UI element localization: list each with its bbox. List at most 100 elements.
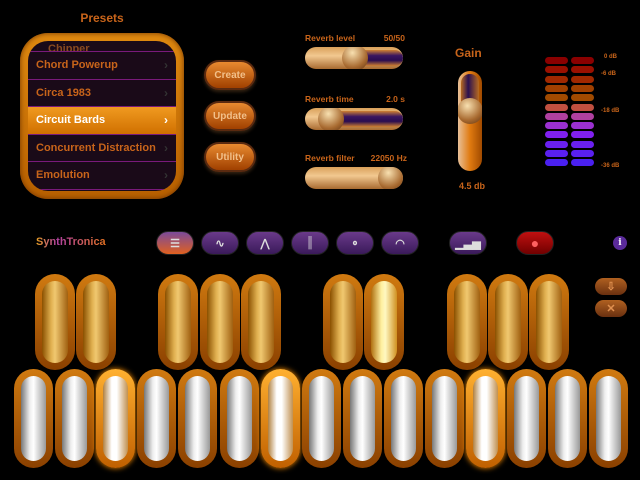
meter-led (545, 140, 568, 148)
white-key[interactable] (96, 369, 136, 468)
black-key[interactable] (241, 274, 281, 370)
preset-label: Circa 1983 (36, 86, 92, 99)
white-key[interactable] (14, 369, 53, 468)
create-button[interactable]: Create (204, 60, 256, 90)
meter-led (545, 84, 568, 92)
slider-knob[interactable] (378, 167, 403, 189)
info-button[interactable]: i (613, 236, 627, 250)
reverb-level-value: 50/50 (383, 33, 405, 43)
meter-led (545, 131, 568, 139)
effects-button[interactable]: ⚬ (336, 231, 374, 255)
octave-down-button[interactable]: ⇩ (595, 278, 627, 295)
meter-led (571, 159, 594, 167)
meter-led (571, 75, 594, 83)
record-icon: ● (530, 235, 540, 251)
utility-button[interactable]: Utility (204, 142, 256, 172)
chevron-right-icon: › (164, 113, 168, 128)
preset-item[interactable]: Emolution› (28, 162, 176, 190)
reverb-filter-slider[interactable] (305, 167, 403, 189)
preset-item[interactable]: Chord Powerup› (28, 52, 176, 80)
white-key[interactable] (548, 369, 588, 468)
white-key[interactable] (260, 369, 300, 468)
meter-led (571, 122, 594, 130)
reverb-time-label: Reverb time (305, 94, 354, 104)
reverb-level-slider[interactable] (305, 47, 403, 69)
preset-label-partial: Chipper (48, 43, 90, 52)
record-button[interactable]: ● (516, 231, 554, 255)
presets-panel: Chipper Chord Powerup›Circa 1983›Circuit… (20, 33, 184, 199)
app-logo: SynthTronica (36, 236, 106, 248)
envelope-button[interactable]: ⋀ (246, 231, 284, 255)
level-meter (545, 57, 597, 177)
meter-led (571, 140, 594, 148)
gain-slider[interactable] (458, 71, 482, 171)
meter-led (545, 159, 568, 167)
white-key[interactable] (178, 369, 218, 468)
waveform-button[interactable]: ∿ (201, 231, 239, 255)
keyboard-icon: ☰ (170, 237, 180, 250)
black-key[interactable] (200, 274, 240, 370)
black-key[interactable] (447, 274, 487, 370)
white-key[interactable] (589, 369, 629, 468)
presets-title: Presets (80, 11, 124, 25)
meter-led (571, 94, 594, 102)
meter-led (571, 131, 594, 139)
reverb-filter-value: 22050 Hz (370, 153, 407, 163)
spectrum-button[interactable]: ▁▃▅ (449, 231, 487, 255)
spectrum-icon: ▁▃▅ (455, 237, 481, 250)
close-button[interactable]: ✕ (595, 300, 627, 317)
meter-led (545, 94, 568, 102)
white-key[interactable] (383, 369, 423, 468)
envelope-icon: ⋀ (260, 237, 270, 250)
meter-led (571, 103, 594, 111)
preset-item[interactable]: Circuit Bards› (28, 107, 176, 135)
chevron-right-icon: › (164, 140, 168, 155)
black-key[interactable] (323, 274, 363, 370)
reverb-filter-label: Reverb filter (305, 153, 355, 163)
mixer-icon: ║ (306, 237, 314, 249)
slider-knob[interactable] (318, 108, 344, 130)
reverb-time-slider[interactable] (305, 108, 403, 130)
meter-led (545, 66, 568, 74)
keyboard-button[interactable]: ☰ (156, 231, 194, 255)
white-key[interactable] (425, 369, 464, 468)
black-key[interactable] (364, 274, 404, 370)
arpeggiator-button[interactable]: ◠ (381, 231, 419, 255)
black-key[interactable] (529, 274, 569, 370)
close-icon: ✕ (606, 303, 616, 315)
black-key[interactable] (488, 274, 528, 370)
white-key[interactable] (301, 369, 341, 468)
meter-led (545, 75, 568, 83)
black-key[interactable] (158, 274, 198, 370)
preset-item-partial[interactable]: Chipper (28, 41, 176, 52)
meter-led (571, 66, 594, 74)
meter-label: -36 dB (601, 163, 620, 169)
white-key[interactable] (342, 369, 382, 468)
chevron-right-icon: › (164, 85, 168, 100)
black-key[interactable] (76, 274, 116, 370)
preset-item[interactable]: Circa 1983 › (28, 80, 176, 107)
white-key[interactable] (55, 369, 95, 468)
meter-label: -18 dB (601, 108, 620, 114)
preset-item[interactable]: Concurrent Distraction › (28, 135, 176, 162)
effects-icon: ⚬ (350, 237, 360, 250)
meter-led (571, 84, 594, 92)
meter-led (571, 57, 594, 64)
slider-knob[interactable] (342, 47, 368, 69)
white-key[interactable] (507, 369, 547, 468)
gain-knob[interactable] (458, 98, 482, 124)
white-key[interactable] (219, 369, 259, 468)
update-button[interactable]: Update (204, 101, 256, 131)
meter-led (571, 150, 594, 157)
white-key[interactable] (466, 369, 506, 468)
presets-list[interactable]: Chipper Chord Powerup›Circa 1983›Circuit… (28, 41, 176, 191)
mixer-button[interactable]: ║ (291, 231, 329, 255)
black-key[interactable] (35, 274, 75, 370)
waveform-icon: ∿ (215, 237, 225, 250)
meter-led (545, 103, 568, 111)
white-key[interactable] (137, 369, 177, 468)
arpeggiator-icon: ◠ (395, 237, 405, 250)
preset-label: Concurrent Distraction (36, 141, 156, 154)
